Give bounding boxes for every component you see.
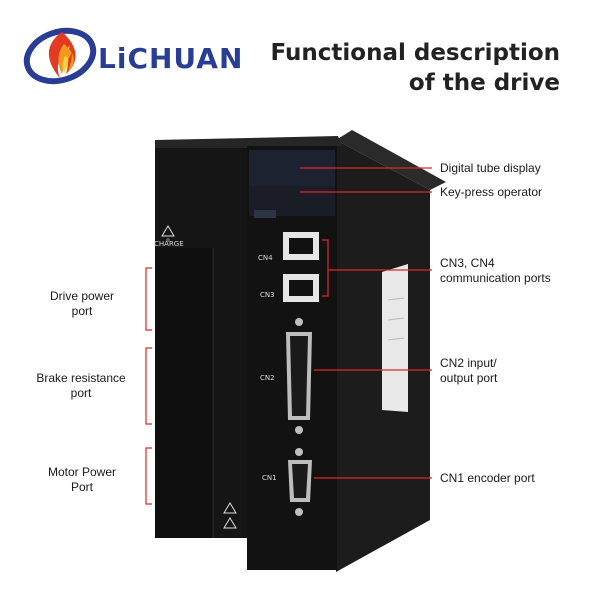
- callout-brackets-left: [145, 267, 152, 505]
- warning-icon: [161, 225, 175, 237]
- brand-name: LiCHUAN: [98, 42, 244, 75]
- callout-digital-display: Digital tube display: [440, 161, 541, 175]
- charge-label: CHARGE: [154, 240, 184, 248]
- callout-drive-power: Drive power port: [49, 289, 115, 318]
- callout-keypress: Key-press operator: [440, 185, 543, 199]
- cn2-label: CN2: [260, 374, 275, 382]
- callout-io-port: CN2 input/ output port: [440, 356, 498, 385]
- terminal-cover: [155, 248, 213, 538]
- callout-lines-right: [300, 167, 432, 479]
- cn3-label: CN3: [260, 291, 275, 299]
- charge-led: [166, 238, 170, 242]
- side-label-sticker: [382, 264, 408, 412]
- callout-brake-resistance: Brake resistance port: [36, 371, 126, 400]
- cn1-label: CN1: [262, 474, 277, 482]
- callout-motor-power: Motor Power Port: [47, 465, 117, 494]
- callout-encoder-port: CN1 encoder port: [440, 471, 535, 485]
- keypad-tab: [254, 210, 276, 218]
- page-title: Functional description of the drive: [270, 38, 560, 98]
- warning-icon: [223, 502, 237, 514]
- warning-icon: [223, 517, 237, 529]
- title-line-2: of the drive: [408, 70, 560, 96]
- cn4-label: CN4: [258, 254, 273, 262]
- lichuan-logo: [23, 27, 97, 85]
- title-line-1: Functional description: [270, 40, 560, 66]
- flame-emblem-icon: [23, 27, 97, 85]
- callout-comm-ports: CN3, CN4 communication ports: [440, 256, 551, 285]
